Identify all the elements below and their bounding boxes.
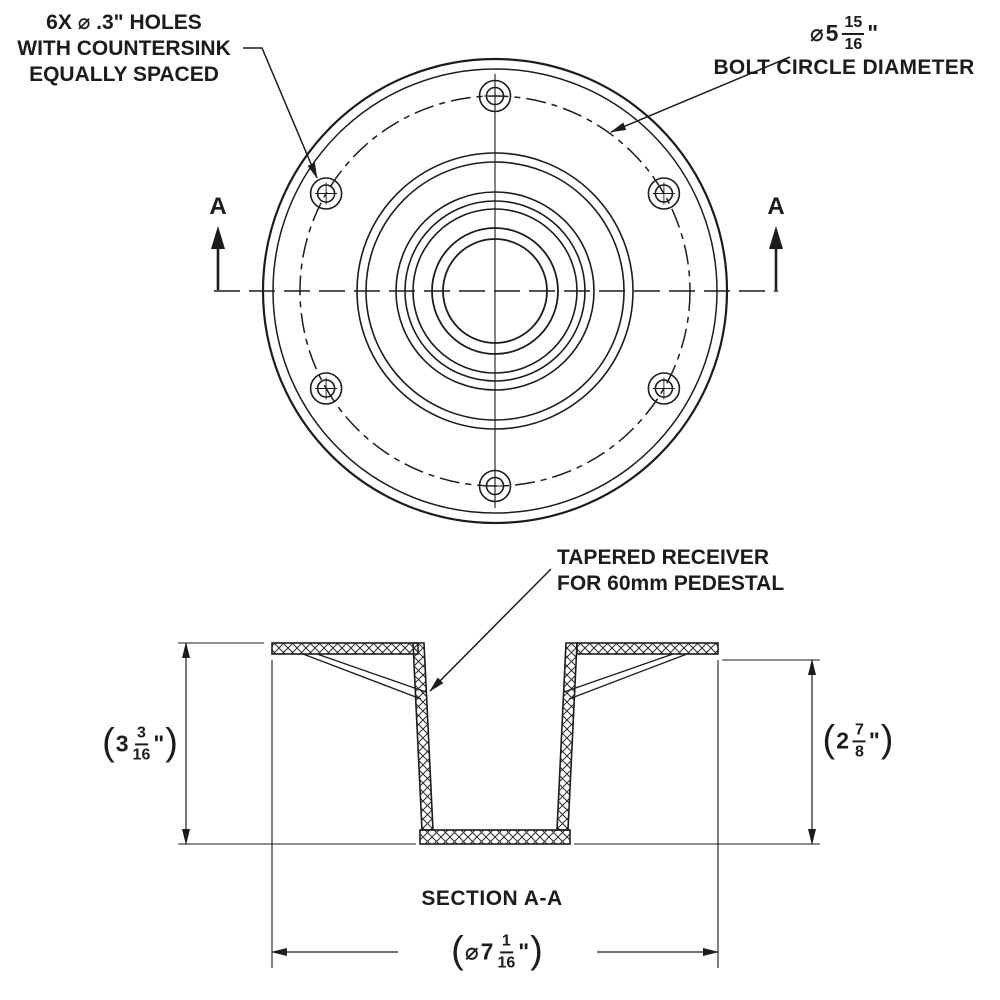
fraction-numerator: 15: [842, 14, 865, 35]
section-marker-a-right: A: [767, 193, 785, 220]
flange-plate-right: [576, 642, 719, 655]
fraction-denominator: 16: [497, 954, 516, 971]
dim-whole: 7: [480, 938, 494, 965]
top-view: [211, 47, 791, 525]
bolt-hole: [309, 177, 343, 210]
paren-open: (: [822, 718, 836, 760]
bolt-hole: [309, 372, 343, 405]
bolt-circle-leader-line: [610, 56, 791, 133]
boss-circles: [356, 152, 634, 430]
flange-rim-circle: [272, 68, 718, 514]
paren-open: (: [102, 721, 115, 763]
paren-close: ): [880, 718, 894, 760]
fraction-numerator: 1: [499, 932, 513, 953]
holes-note-line3: EQUALLY SPACED: [29, 63, 219, 86]
section-view: [178, 568, 820, 968]
receiver-wall-right: [556, 642, 578, 831]
fraction-numerator: 3: [134, 724, 148, 745]
holes-note-line1: 6X ⌀ .3" HOLES: [46, 11, 202, 34]
paren-close: ): [165, 721, 178, 763]
bolt-hole: [647, 177, 681, 210]
holes-note: 6X ⌀ .3" HOLES WITH COUNTERSINK EQUALLY …: [8, 10, 240, 88]
paren-open: (: [451, 929, 464, 971]
flange-outer-circle: [261, 57, 729, 525]
receiver-note: TAPERED RECEIVER FOR 60mm PEDESTAL: [557, 545, 784, 597]
holes-note-line2: WITH COUNTERSINK: [17, 37, 231, 60]
bolt-holes: [309, 79, 681, 503]
bolt-hole: [478, 79, 512, 113]
fraction-denominator: 8: [854, 743, 864, 760]
unit-mark: ": [868, 727, 880, 754]
dim-height-inner: [574, 659, 820, 845]
receiver-wall-left: [412, 642, 434, 831]
dim-whole: 3: [115, 730, 129, 757]
fraction-denominator: 16: [132, 746, 151, 763]
unit-mark: ": [153, 730, 165, 757]
section-cut-arrow-left: [211, 226, 225, 290]
unit-mark: ": [518, 938, 530, 965]
section-marker-a-left: A: [209, 193, 227, 220]
section-title: SECTION A-A: [421, 887, 563, 910]
fraction-numerator: 7: [852, 721, 866, 742]
receiver-leader-line: [429, 568, 552, 692]
unit-mark: ": [867, 20, 879, 47]
bolt-hole: [647, 372, 681, 405]
bolt-circle-caption: BOLT CIRCLE DIAMETER: [713, 56, 975, 80]
diameter-symbol: ⌀: [464, 938, 479, 965]
diameter-symbol: ⌀: [809, 20, 824, 47]
diameter-whole: 5: [825, 20, 839, 47]
bolt-hole: [478, 469, 512, 503]
receiver-bottom: [419, 829, 571, 845]
cone-edge-lines: [302, 653, 688, 700]
dim-whole: 2: [836, 727, 849, 754]
paren-close: ): [530, 929, 543, 971]
flange-plate-left: [271, 642, 419, 655]
fraction-denominator: 16: [844, 35, 863, 53]
dim-diameter: [271, 660, 719, 968]
receiver-note-line2: FOR 60mm PEDESTAL: [557, 572, 785, 595]
dim-height-overall: [178, 642, 416, 845]
receiver-note-line1: TAPERED RECEIVER: [557, 546, 769, 569]
holes-leader-line: [243, 47, 318, 179]
section-cut-arrow-right: [769, 226, 783, 290]
